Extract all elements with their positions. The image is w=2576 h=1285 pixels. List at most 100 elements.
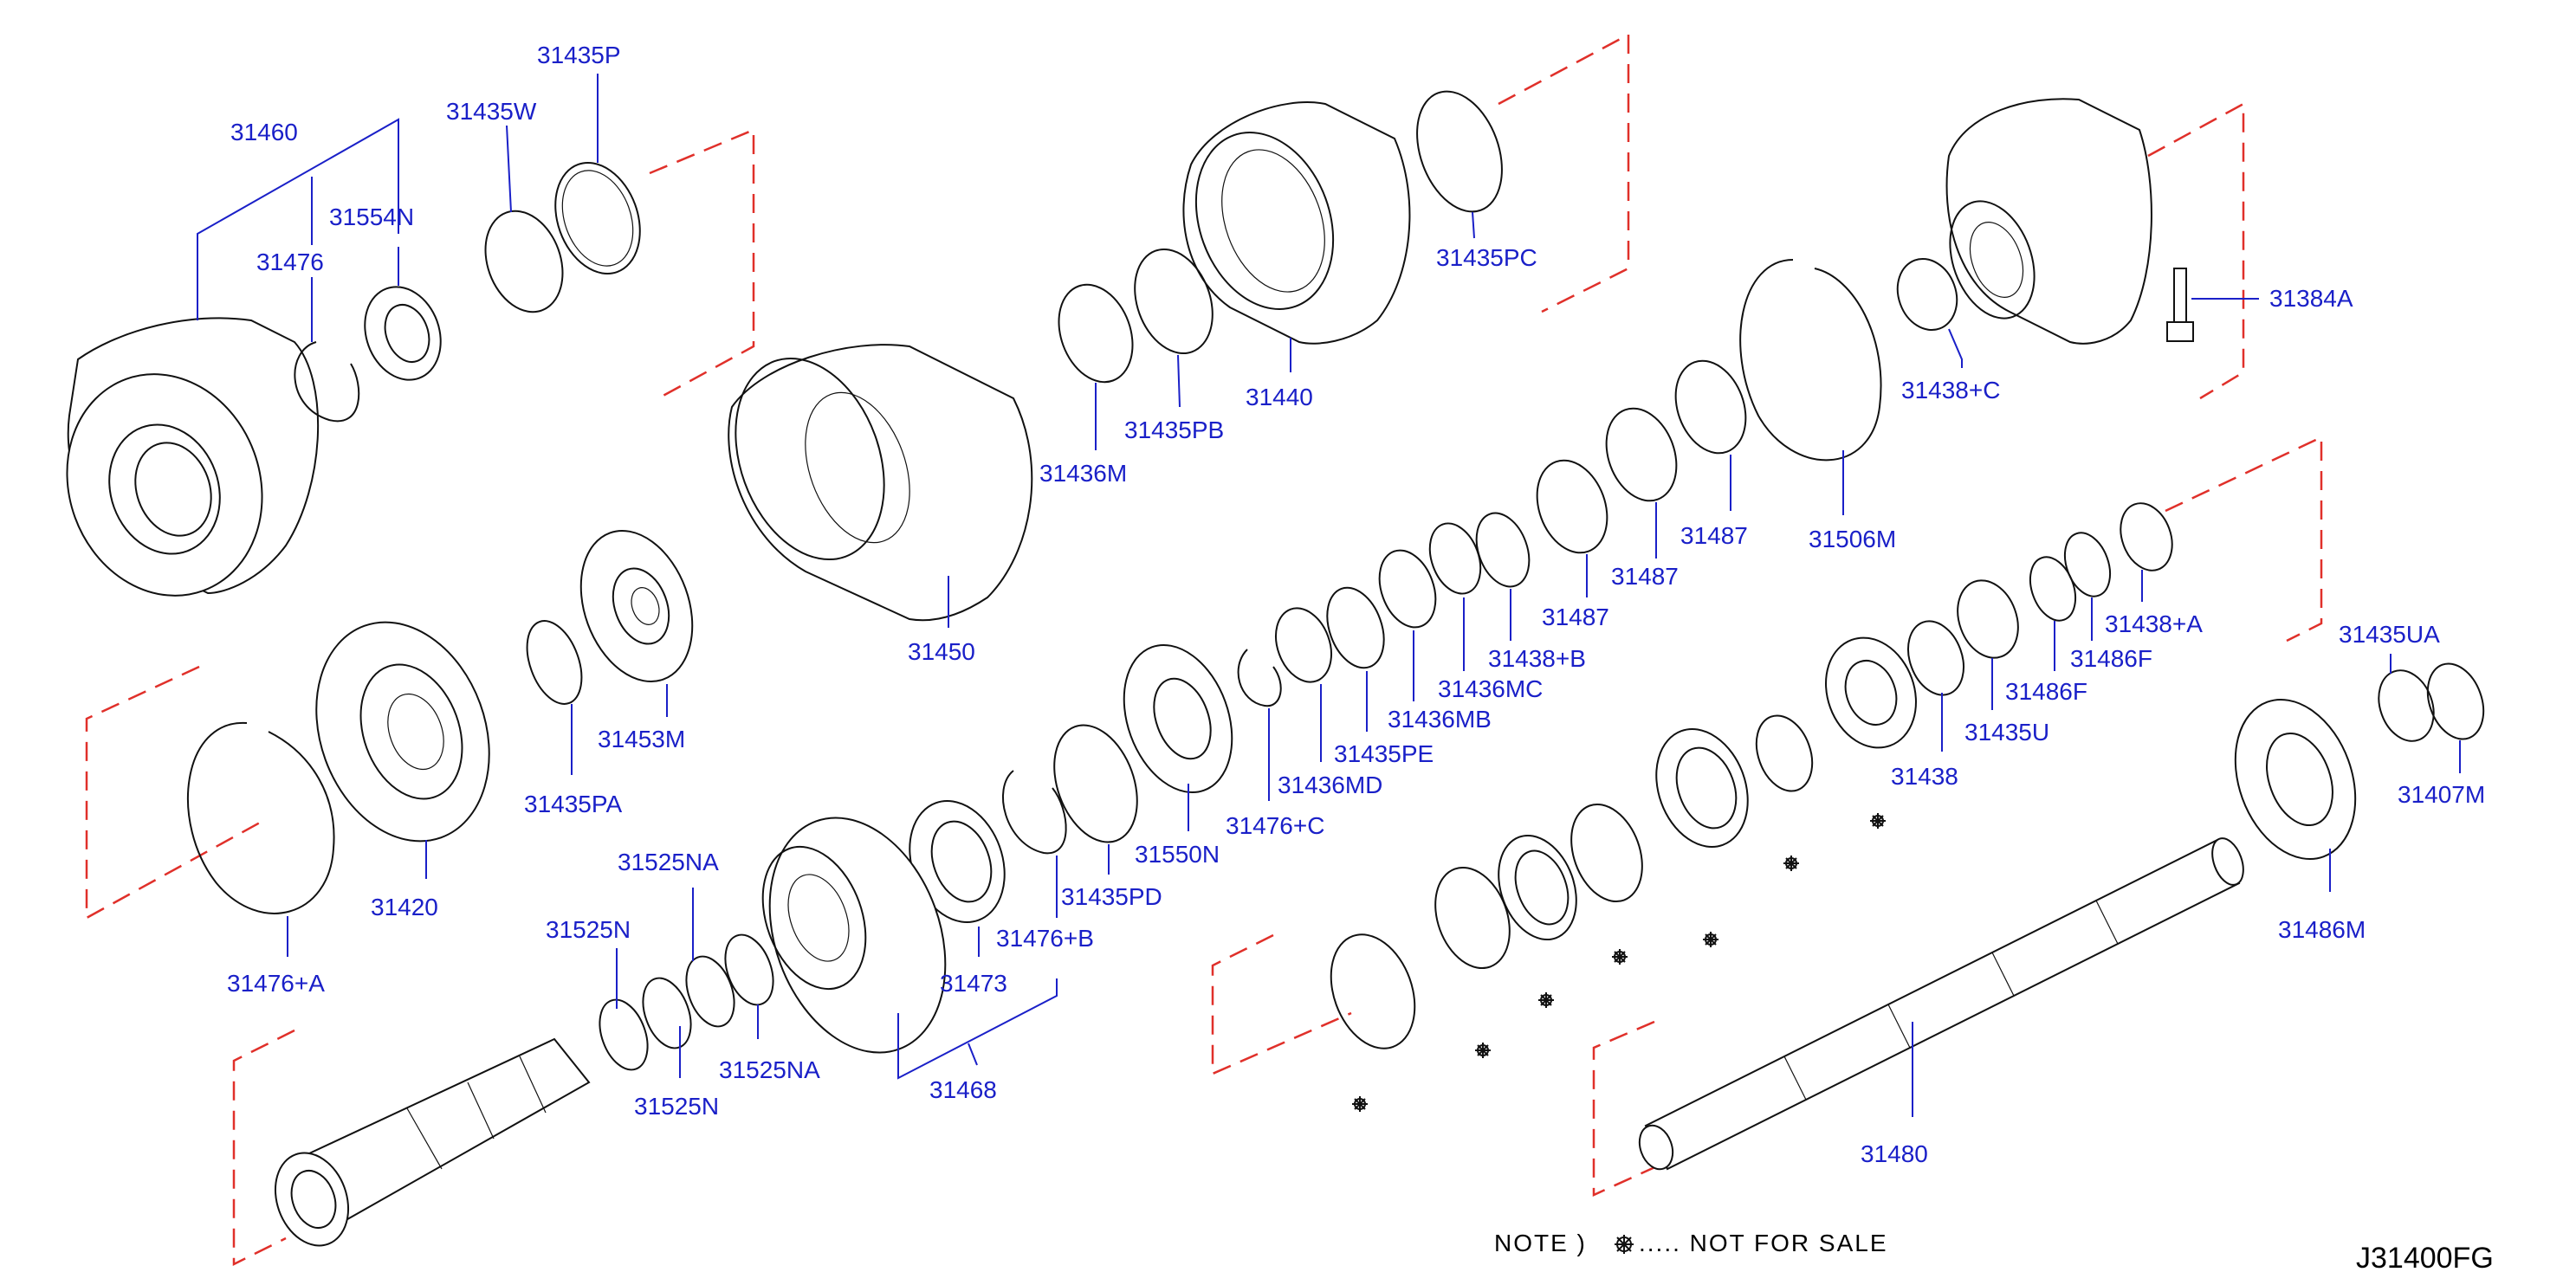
thrust-washer-31436MC [1428, 522, 1482, 595]
part-label[interactable]: 31480 [1861, 1140, 1928, 1167]
part-label[interactable]: 31525NA [618, 849, 719, 875]
clutch-drum-31460 [66, 317, 320, 597]
leader-lines [197, 74, 2461, 1117]
not-for-sale-mark-icon [1612, 949, 1628, 965]
seal-ring-lower-5 [1434, 866, 1511, 970]
thrust-bearing-31435PA [526, 620, 583, 705]
reference-frame-upper-left [649, 128, 755, 400]
drum-31450 [728, 344, 1033, 622]
part-label[interactable]: 31420 [371, 894, 438, 920]
thrust-bearing-31438 [1907, 620, 1964, 696]
seal-ring-31525N-b [599, 998, 649, 1071]
part-label[interactable]: 31487 [1611, 563, 1679, 590]
not-for-sale-mark-icon [1870, 813, 1886, 829]
snap-ring-31476A [186, 721, 335, 914]
part-labels: 31460 31476 31554N 31435W 31435P 31435PC… [227, 42, 2485, 1167]
part-label[interactable]: 31486F [2070, 645, 2152, 672]
thrust-washer-31436MD [1275, 607, 1332, 683]
thrust-bearing-31435PE [1326, 586, 1385, 669]
part-label[interactable]: 31438 [1891, 763, 1958, 790]
part-label[interactable]: 31435PD [1061, 883, 1162, 910]
reference-frame-bottom-right [1592, 1020, 1690, 1197]
part-label[interactable]: 31436MC [1438, 675, 1543, 702]
part-label[interactable]: 31436MB [1388, 706, 1492, 733]
part-label[interactable]: 31436M [1039, 460, 1127, 487]
needle-bearing-31554N [364, 286, 442, 381]
part-label[interactable]: 31435P [537, 42, 621, 68]
part-label[interactable]: 31476+A [227, 970, 325, 997]
part-label[interactable]: 31438+A [2105, 610, 2203, 637]
output-shaft-31480 [1638, 837, 2244, 1171]
part-label[interactable]: 31438+C [1901, 377, 2000, 404]
part-label[interactable]: 31438+B [1488, 645, 1586, 672]
seal-ring-lower-3 [1570, 803, 1643, 903]
thrust-washer-31435W [484, 210, 564, 313]
part-label[interactable]: 31476+B [996, 925, 1094, 952]
bearing-lower-2 [1655, 728, 1749, 848]
part-label[interactable]: 31460 [230, 119, 298, 145]
thrust-bearing-31407M [2426, 662, 2485, 740]
reference-frame-left [85, 665, 261, 920]
reference-frame-right [2165, 436, 2323, 642]
seal-ring-31525NA-a [724, 933, 774, 1006]
part-label[interactable]: 31525N [634, 1093, 719, 1120]
part-label[interactable]: 31486F [2005, 678, 2087, 705]
part-label[interactable]: 31435PB [1124, 416, 1224, 443]
part-label[interactable]: 31435PC [1436, 244, 1537, 271]
part-label[interactable]: 31525N [546, 916, 631, 943]
diagram-code: J31400FG [2356, 1242, 2494, 1275]
part-label[interactable]: 31506M [1809, 526, 1896, 552]
part-label[interactable]: 31473 [940, 970, 1007, 997]
part-label[interactable]: 31486M [2278, 916, 2366, 943]
thrust-washer-31435U [1957, 579, 2019, 659]
snap-ring-31476B [1001, 770, 1067, 855]
part-label[interactable]: 31554N [329, 203, 414, 230]
thrust-washer-31435UA [2378, 669, 2435, 742]
thrust-bearing-31435PB [1134, 248, 1214, 355]
thrust-bearing-31438A [2120, 502, 2173, 571]
thrust-washer-31436MB [1378, 549, 1437, 629]
hub-31453M [579, 529, 694, 683]
snap-ring-31476C [1237, 649, 1282, 707]
part-label[interactable]: 31435U [1964, 719, 2049, 746]
part-label[interactable]: 31453M [598, 726, 685, 752]
part-label[interactable]: 31487 [1680, 522, 1748, 549]
part-label[interactable]: 31440 [1246, 384, 1313, 410]
part-label[interactable]: 31407M [2398, 781, 2485, 808]
thrust-washer-31436M [1058, 283, 1134, 384]
part-label[interactable]: 31450 [908, 638, 975, 665]
part-label[interactable]: 31487 [1542, 604, 1609, 630]
carrier-31550N [1123, 643, 1233, 794]
seal-ring-31487-b [1605, 407, 1678, 502]
part-label[interactable]: 31468 [929, 1076, 997, 1103]
not-for-sale-mark-icon [1615, 1235, 1634, 1254]
not-for-sale-mark-icon [1352, 1096, 1368, 1112]
not-for-sale-mark-icon [1783, 856, 1799, 871]
part-label[interactable]: 31435W [446, 98, 537, 125]
not-for-sale-mark-icon [1475, 1043, 1491, 1058]
part-label[interactable]: 31436MD [1278, 772, 1382, 798]
not-for-sale-marks [1352, 813, 1886, 1112]
snap-ring-31476 [294, 341, 360, 423]
part-label[interactable]: 31550N [1135, 841, 1220, 868]
part-label[interactable]: 31525NA [719, 1056, 820, 1083]
input-shaft [274, 1037, 591, 1247]
reference-frames [85, 32, 2323, 1267]
hub-right [1825, 636, 1917, 749]
part-label[interactable]: 31476+C [1226, 812, 1324, 839]
part-label[interactable]: 31435UA [2339, 621, 2440, 648]
not-for-sale-mark-icon [1538, 992, 1554, 1008]
bolt-31384A [2166, 268, 2194, 342]
seal-ring-31525N-a [685, 955, 735, 1028]
seal-ring-31486F-b [2029, 556, 2077, 622]
bearing-lower-4 [1498, 834, 1577, 941]
part-label[interactable]: 31476 [256, 249, 324, 275]
thrust-bearing-31435PD [1053, 724, 1138, 843]
part-label[interactable]: 31435PE [1334, 740, 1434, 767]
part-label[interactable]: 31384A [2269, 285, 2353, 312]
part-drawings [66, 90, 2485, 1247]
drum-upper-right [1945, 98, 2152, 345]
part-label[interactable]: 31435PA [524, 791, 622, 817]
thrust-bearing-31435P [554, 162, 641, 274]
